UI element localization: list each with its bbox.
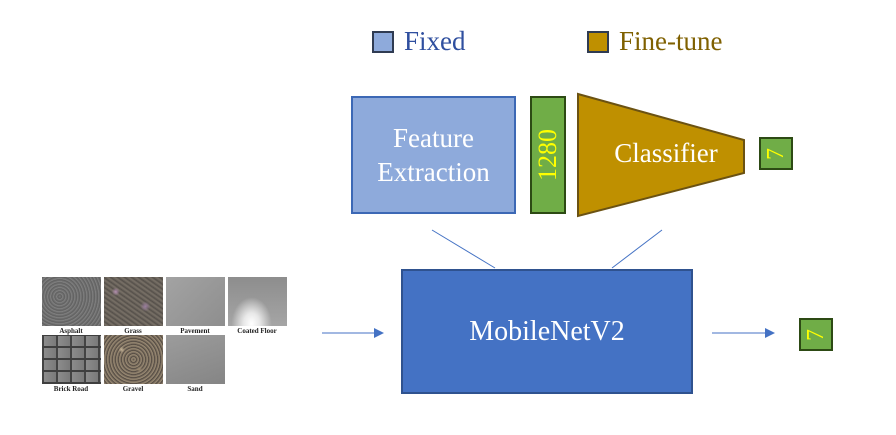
feature-extraction-label: Feature Extraction [377,123,490,187]
connector-left [431,229,496,269]
texture-label: Gravel [122,385,144,393]
gravel-texture [104,335,163,384]
grass-texture [104,277,163,326]
model-output-label: 7 [803,328,829,341]
texture-label: Grass [124,327,142,335]
coated-floor-texture [228,277,287,326]
feature-extraction-block: Feature Extraction [351,96,516,214]
legend-finetune-swatch [587,31,609,53]
texture-label: Coated Floor [237,327,277,335]
pavement-texture [166,277,225,326]
connector-right [611,229,663,269]
model-output-block: 7 [799,318,833,351]
texture-label: Sand [187,385,203,393]
feature-dim-block: 1280 [530,96,566,214]
legend-fixed-label: Fixed [404,26,466,56]
classifier-output-label: 7 [763,147,789,160]
asphalt-texture [42,277,101,326]
legend-fixed-swatch [372,31,394,53]
texture-label: Brick Road [53,385,89,393]
sand-texture [166,335,225,384]
brick-road-texture [42,335,101,384]
texture-label: Asphalt [59,327,83,335]
classifier-output-block: 7 [759,137,793,170]
classifier-block [577,92,745,218]
mobilenet-label: MobileNetV2 [469,315,625,347]
classifier-label: Classifier [614,138,718,168]
texture-label: Pavement [180,327,210,335]
legend-finetune-label: Fine-tune [619,26,723,56]
mobilenet-block: MobileNetV2 [401,269,693,394]
